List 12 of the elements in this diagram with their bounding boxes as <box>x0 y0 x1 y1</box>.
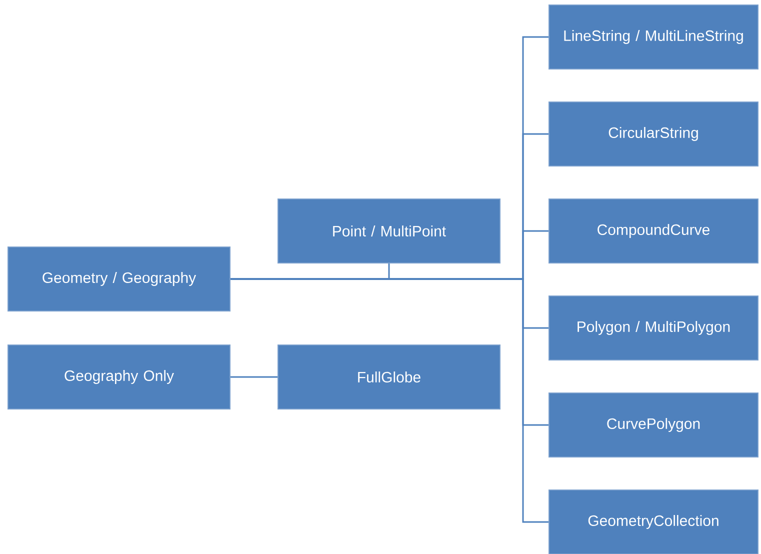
process-box: Polygon / MultiPolygon <box>548 296 758 360</box>
connector-line <box>230 278 548 523</box>
process-box: Geography Only <box>8 344 230 410</box>
process-box: FullGlobe <box>278 344 500 410</box>
process-box: CurvePolygon <box>548 392 758 458</box>
process-box: Geometry / Geography <box>8 246 230 312</box>
process-box: LineString / MultiLineString <box>548 4 758 70</box>
connector-line <box>230 376 278 378</box>
process-box: Point / MultiPoint <box>278 198 500 264</box>
process-box: GeometryCollection <box>548 490 758 554</box>
process-box: CircularString <box>548 102 758 166</box>
process-box: CompoundCurve <box>548 198 758 264</box>
